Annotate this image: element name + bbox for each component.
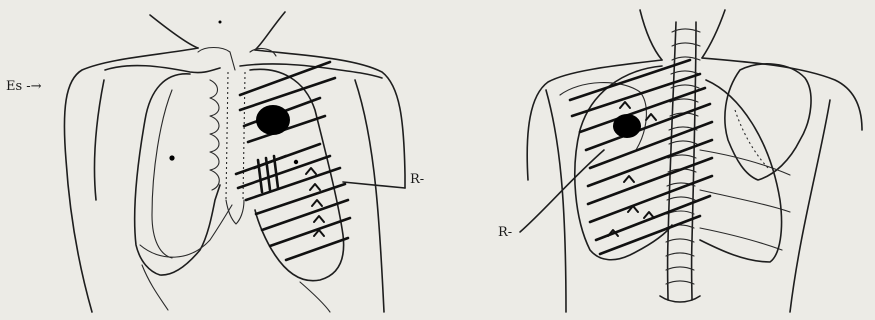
back-view (520, 10, 862, 312)
front-right-rib-margin (300, 282, 330, 312)
back-right-lung (700, 80, 782, 262)
back-spine-left (668, 22, 676, 300)
back-spine-base (660, 296, 700, 302)
front-heart-border (210, 80, 219, 190)
front-xiphoid (226, 200, 244, 224)
back-right-arm (790, 100, 830, 312)
front-left-lower-rib (142, 265, 168, 310)
back-scapula-dotted (735, 110, 770, 170)
front-view (64, 12, 405, 312)
label-es: Es -→ (6, 80, 42, 93)
front-sternum-line (226, 72, 245, 200)
back-spine-right (692, 22, 696, 300)
back-right-ribs (700, 150, 790, 250)
label-back-r: R- (498, 226, 512, 239)
back-lesion (613, 114, 641, 138)
back-right-scapula (725, 64, 811, 180)
back-right-shoulder (702, 58, 862, 130)
back-left-shoulder (527, 60, 662, 180)
front-neck-outline (150, 12, 285, 50)
back-neck-outline (640, 10, 725, 60)
front-dot-left (169, 155, 174, 160)
front-r-pointer (343, 182, 405, 188)
front-hatching (236, 62, 350, 260)
label-front-r: R- (410, 173, 424, 186)
back-hatching (570, 60, 712, 254)
front-lesion (256, 105, 290, 135)
back-left-arm (546, 90, 566, 312)
front-right-clavicle (240, 64, 382, 78)
front-left-lung-inner (152, 90, 172, 258)
front-right-arm (355, 80, 384, 312)
front-left-arm (94, 80, 104, 200)
front-left-shoulder (64, 48, 198, 312)
front-left-lung (135, 74, 220, 275)
front-dot-right (294, 160, 298, 164)
front-left-clavicle (105, 66, 220, 73)
front-dot-top (219, 21, 222, 24)
back-r-pointer (520, 150, 604, 232)
